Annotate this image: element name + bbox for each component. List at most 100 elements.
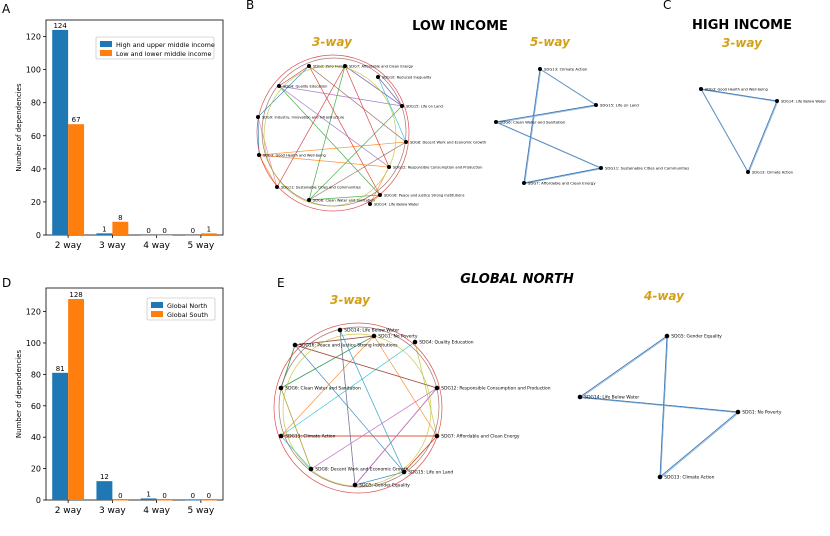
network-node — [522, 181, 526, 185]
x-tick-label: 4 way — [143, 241, 170, 251]
bar-high-and-upper-middle-income-2-way — [52, 29, 69, 235]
bar-value-label: 1 — [102, 225, 106, 233]
hyperedge-line — [414, 341, 438, 437]
legend-swatch — [100, 50, 112, 56]
network-node — [401, 469, 407, 475]
network-node — [368, 202, 372, 206]
node-label: SDG14: Life Below Water — [374, 203, 419, 207]
bar-value-label: 1 — [207, 225, 211, 233]
y-tick-label: 120 — [26, 33, 41, 42]
group-label-4-way: 4-way — [643, 289, 685, 303]
group-label-3-way: 3-way — [312, 35, 353, 49]
node-label: SDG9: Industry, Innovation and Infrastru… — [262, 116, 345, 120]
node-label: SDG14: Life Below Water — [584, 395, 639, 401]
panel-letter-e: E — [277, 276, 285, 290]
hyperedge-hull — [263, 65, 397, 207]
node-label: SDG8: Decent Work and Economic Growth — [410, 141, 486, 145]
node-label: SDG15: Life on Land — [406, 105, 443, 109]
x-tick-label: 2 way — [55, 506, 82, 516]
network-node — [278, 433, 284, 439]
node-label: SDG15: Life on Land — [408, 470, 453, 476]
bar-low-and-lower-middle-income-3-way — [112, 221, 129, 235]
x-tick-label: 4 way — [143, 506, 170, 516]
x-tick-label: 5 way — [187, 241, 214, 251]
node-label: SDG4: Quality Education — [419, 340, 473, 346]
network-node — [699, 87, 703, 91]
hyperedge-outline — [579, 335, 739, 478]
y-tick-label: 40 — [31, 165, 41, 174]
legend-box — [95, 36, 215, 60]
bar-chart-d — [43, 287, 224, 503]
plot-frame — [45, 287, 224, 501]
node-label: SDG7: Affordable and Clean Energy — [528, 181, 596, 186]
bar-value-label: 1 — [146, 490, 150, 498]
hyperedge-outline — [495, 69, 603, 185]
hyperedge-line — [281, 435, 438, 473]
hyperedge-outline — [579, 336, 740, 479]
network-node — [307, 64, 311, 68]
bar-high-and-upper-middle-income-3-way — [96, 233, 113, 235]
node-label: SDG11: Sustainable Cities and Communitie… — [605, 166, 689, 171]
panel-letter-c: C — [663, 0, 671, 12]
network-node — [735, 409, 741, 415]
node-label: SDG6: Clean Water and Sanitation — [313, 199, 375, 203]
x-tick-label: 3 way — [99, 241, 126, 251]
hyperedge-outline — [701, 89, 779, 174]
hyperedge-hull — [278, 326, 440, 488]
bar-global-south-3-way — [112, 500, 129, 501]
node-label: SDG16: Peace and Justice Strong Institut… — [299, 343, 398, 349]
y-tick-label: 0 — [36, 231, 41, 240]
network-title-low-income: LOW INCOME — [412, 19, 508, 34]
network-title-high-income: HIGH INCOME — [692, 18, 792, 33]
node-label: SDG14: Life Below Water — [781, 100, 826, 104]
node-label: SDG5: Gender Equality — [359, 483, 410, 489]
panel-letter-a: A — [2, 2, 11, 16]
legend-entry: Global South — [167, 311, 208, 319]
network-node — [277, 84, 281, 88]
legend-entry: Global North — [167, 302, 207, 310]
y-tick-label: 80 — [31, 99, 41, 108]
network-node — [594, 103, 598, 107]
network-node — [746, 170, 750, 174]
legend-swatch — [151, 302, 163, 308]
node-label: SDG1: No Poverty — [742, 410, 782, 416]
y-tick-label: 20 — [31, 198, 41, 207]
hyperedge-line — [377, 76, 407, 143]
bar-value-label: 81 — [56, 365, 65, 373]
network-node — [257, 153, 261, 157]
network-node — [538, 67, 542, 71]
bar-value-label: 67 — [72, 116, 81, 124]
bar-global-south-5-way — [200, 500, 217, 501]
node-label: SDG2: Zero Hunger — [313, 65, 349, 69]
group-label-3-way: 3-way — [722, 36, 763, 50]
node-label: SDG7: Affordable and Clean Energy — [441, 434, 520, 440]
bar-value-label: 8 — [118, 214, 122, 222]
network-node — [275, 185, 279, 189]
node-label: SDG7: Affordable and Clean Energy — [349, 65, 414, 69]
node-label: SDG1: No Poverty — [378, 334, 418, 340]
network-c-3-way — [699, 87, 779, 174]
node-label: SDG12: Responsible Consumption and Produ… — [441, 386, 550, 392]
bar-chart-a — [43, 19, 224, 238]
bar-value-label: 0 — [146, 227, 150, 235]
bar-value-label: 128 — [69, 291, 82, 299]
node-label: SDG13: Climate Action — [752, 171, 793, 175]
hyperedge-line — [339, 329, 405, 473]
network-node — [434, 433, 440, 439]
node-label: SDG13: Climate Action — [664, 475, 714, 481]
bar-high-and-upper-middle-income-4-way — [140, 235, 157, 236]
y-tick-label: 60 — [31, 402, 41, 411]
network-node — [400, 104, 404, 108]
bar-low-and-lower-middle-income-5-way — [200, 233, 217, 235]
network-title-global-north: GLOBAL NORTH — [460, 272, 574, 287]
y-tick-label: 0 — [36, 496, 41, 505]
network-node — [352, 482, 358, 488]
network-e-3-way — [273, 322, 443, 494]
bar-value-label: 0 — [191, 492, 195, 500]
hyperedge-line — [369, 194, 381, 205]
legend-box — [146, 297, 216, 321]
node-label: SDG3: Good Health and Well-being — [263, 154, 326, 158]
node-label: SDG13: Climate Action — [544, 67, 588, 72]
bar-value-label: 0 — [207, 492, 211, 500]
